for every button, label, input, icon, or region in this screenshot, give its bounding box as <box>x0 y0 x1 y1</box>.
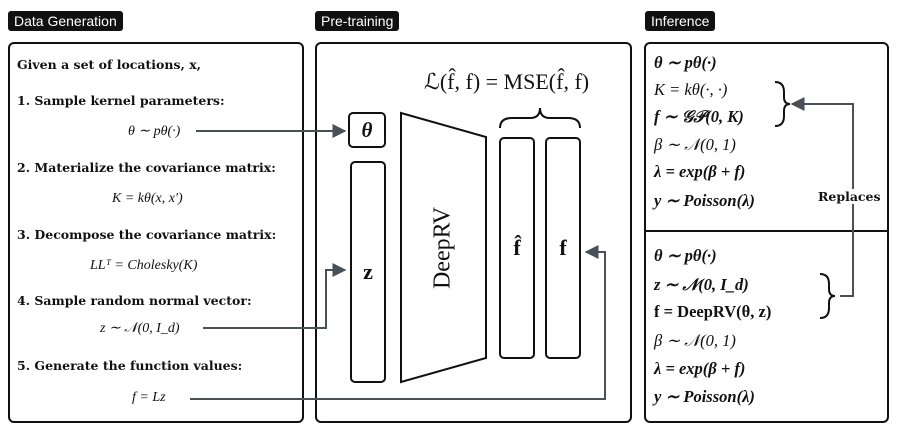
step-1-formula: θ ∼ pθ(·) <box>128 124 181 139</box>
step-1-label: 1. Sample kernel parameters: <box>17 93 225 108</box>
inf-top-line-2: K = kθ(·, ·) <box>654 80 728 99</box>
inf-bottom-line-6: y ∼ Poisson(λ) <box>654 387 755 406</box>
step-3-formula: LLᵀ = Cholesky(K) <box>90 258 198 273</box>
inf-top-line-3: f ∼ 𝒢𝒫(0, K) <box>654 107 744 126</box>
bottom-brace <box>819 273 836 319</box>
inf-bottom-line-4: β ∼ 𝒩(0, 1) <box>654 331 736 350</box>
inf-bottom-line-3: f = DeepRV(θ, z) <box>654 302 772 321</box>
loss-equation: ℒ(f̂, f) = MSE(f̂, f) <box>424 69 590 94</box>
f-column: f <box>545 137 581 359</box>
f-hat-column: f̂ <box>499 137 535 359</box>
step-4-label: 4. Sample random normal vector: <box>17 293 252 308</box>
inf-top-line-5: λ = exp(β + f) <box>654 162 746 181</box>
z-arrow <box>203 263 347 329</box>
replaces-label: Replaces <box>815 189 884 204</box>
inf-top-line-6: y ∼ Poisson(λ) <box>654 191 755 210</box>
step-3-label: 3. Decompose the covariance matrix: <box>17 227 277 242</box>
data-generation-tag: Data Generation <box>8 11 123 31</box>
output-brace <box>499 107 581 129</box>
inf-bottom-line-1: θ ∼ pθ(·) <box>654 246 717 265</box>
step-4-formula: z ∼ 𝒩(0, I_d) <box>100 321 180 336</box>
top-brace <box>774 81 791 127</box>
inf-top-line-1: θ ∼ pθ(·) <box>654 53 717 72</box>
step-5-formula: f = Lz <box>132 390 166 405</box>
deeprv-trapezoid <box>400 111 487 384</box>
step-5-label: 5. Generate the function values: <box>17 358 243 373</box>
inf-bottom-line-5: λ = exp(β + f) <box>654 359 746 378</box>
f-arrow <box>190 245 606 400</box>
inference-panel <box>644 42 889 423</box>
inf-bottom-line-2: z ∼ 𝒩(0, I_d) <box>654 275 749 294</box>
step-2-label: 2. Materialize the covariance matrix: <box>17 160 276 175</box>
z-column: z <box>350 161 386 383</box>
theta-box: θ <box>348 112 386 148</box>
pre-training-panel <box>315 42 632 423</box>
pre-training-tag: Pre-training <box>315 11 400 31</box>
deeprv-label: DeepRV <box>429 206 456 290</box>
step-2-formula: K = kθ(x, x′) <box>112 191 183 206</box>
inf-top-line-4: β ∼ 𝒩(0, 1) <box>654 135 736 154</box>
data-generation-panel <box>8 42 304 423</box>
inference-tag: Inference <box>645 11 716 31</box>
intro-text: Given a set of locations, x, <box>17 57 202 72</box>
